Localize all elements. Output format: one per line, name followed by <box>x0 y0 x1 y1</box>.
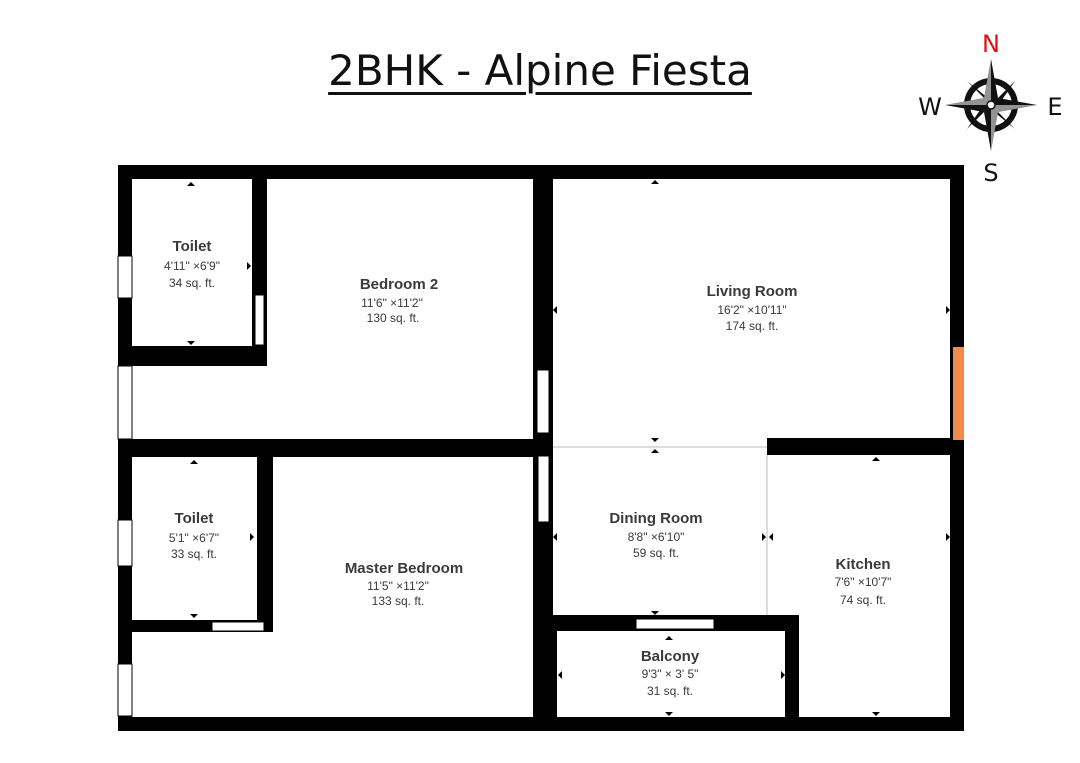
compass-south-label: S <box>983 159 998 187</box>
entrance-door[interactable] <box>953 347 964 440</box>
room-dimensions: 11'6" ×11'2" <box>361 296 423 310</box>
room-name: Balcony <box>641 648 700 665</box>
room-name: Bedroom 2 <box>360 276 438 293</box>
window <box>254 294 265 346</box>
window <box>635 618 715 630</box>
window <box>117 365 133 440</box>
window <box>117 519 133 567</box>
room-dimensions: 7'6" ×10'7" <box>835 575 892 589</box>
room-area: 33 sq. ft. <box>171 547 217 561</box>
room-area: 31 sq. ft. <box>647 684 693 698</box>
compass-west-label: W <box>918 93 942 121</box>
room-area: 130 sq. ft. <box>367 311 420 325</box>
room-label-balcony: Balcony 9'3" × 3' 5" 31 sq. ft. <box>641 648 700 698</box>
room-area: 74 sq. ft. <box>840 593 886 607</box>
window <box>211 621 265 632</box>
walls <box>118 165 964 731</box>
room-name: Toilet <box>175 510 214 527</box>
room-dimensions: 16'2" ×10'11" <box>717 303 786 317</box>
room-dimensions: 5'1" ×6'7" <box>169 531 219 545</box>
room-label-master-bedroom: Master Bedroom 11'5" ×11'2" 133 sq. ft. <box>345 560 463 608</box>
compass-rose: N S E W <box>918 30 1062 187</box>
room-name: Kitchen <box>835 556 890 573</box>
room-label-living-room: Living Room 16'2" ×10'11" 174 sq. ft. <box>707 283 798 333</box>
room-dimensions: 8'8" ×6'10" <box>628 530 685 544</box>
dimension-markers <box>187 180 950 716</box>
room-name: Toilet <box>173 238 212 255</box>
room-label-kitchen: Kitchen 7'6" ×10'7" 74 sq. ft. <box>835 556 892 607</box>
windows <box>117 255 715 717</box>
compass-icon <box>945 59 1037 151</box>
window <box>537 455 550 523</box>
room-dimensions: 4'11" ×6'9" <box>164 259 220 273</box>
room-name: Dining Room <box>609 510 702 527</box>
page-title: 2BHK - Alpine Fiesta <box>328 46 752 95</box>
window <box>117 663 133 717</box>
room-area: 174 sq. ft. <box>726 319 779 333</box>
compass-east-label: E <box>1047 93 1062 121</box>
room-name: Living Room <box>707 283 798 300</box>
room-label-toilet-2: Toilet 5'1" ×6'7" 33 sq. ft. <box>169 510 219 561</box>
room-dimensions: 9'3" × 3' 5" <box>642 667 699 681</box>
room-label-dining-room: Dining Room 8'8" ×6'10" 59 sq. ft. <box>609 510 702 560</box>
room-name: Master Bedroom <box>345 560 463 577</box>
open-boundaries <box>553 446 768 617</box>
compass-north-label: N <box>982 30 1000 58</box>
window <box>117 255 133 299</box>
room-label-bedroom-2: Bedroom 2 11'6" ×11'2" 130 sq. ft. <box>360 276 438 325</box>
room-dimensions: 11'5" ×11'2" <box>367 579 429 593</box>
room-area: 59 sq. ft. <box>633 546 679 560</box>
window <box>536 369 550 434</box>
room-label-toilet-1: Toilet 4'11" ×6'9" 34 sq. ft. <box>164 238 220 290</box>
room-area: 34 sq. ft. <box>169 276 215 290</box>
room-area: 133 sq. ft. <box>372 594 425 608</box>
